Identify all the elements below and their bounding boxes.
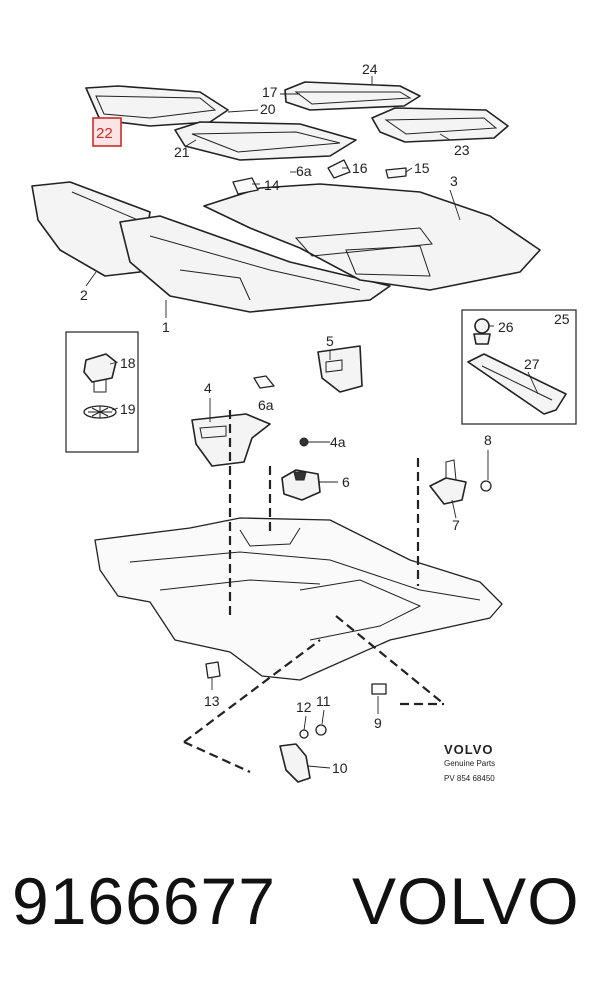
callout-26: 26 [498, 319, 514, 335]
cover-10 [279, 743, 311, 783]
bracket-5 [317, 345, 363, 393]
callout-15: 15 [414, 160, 430, 176]
parts-diagram: 24 17 20 23 21 6a 16 15 14 3 2 1 25 26 2… [31, 61, 577, 783]
callout-5: 5 [326, 333, 334, 349]
bracket-7 [429, 459, 467, 505]
floor-mat-rear-left [284, 81, 421, 111]
callout-23: 23 [454, 142, 470, 158]
callout-12: 12 [296, 699, 312, 715]
detail-box-bracket [461, 309, 577, 425]
floor-mat-front-right [174, 121, 357, 161]
callout-6a-top: 6a [296, 163, 312, 179]
brand-block: VOLVO Genuine Parts PV 854 68450 [444, 742, 495, 783]
screw-11 [315, 724, 327, 736]
callout-20: 20 [260, 101, 276, 117]
clip-14 [232, 177, 259, 195]
clip-15 [385, 167, 407, 179]
brand-tagline: Genuine Parts [444, 759, 495, 768]
callout-22-highlighted[interactable]: 22 [92, 117, 122, 147]
callout-3: 3 [450, 173, 458, 189]
bracket-plate [467, 353, 567, 415]
callout-13: 13 [204, 693, 220, 709]
callout-16: 16 [352, 160, 368, 176]
screw-12 [299, 729, 309, 739]
floor-mat-rear-right [371, 107, 509, 143]
assembly-line [183, 740, 251, 774]
callout-11: 11 [316, 693, 331, 709]
block-6 [281, 469, 321, 501]
part-number: 9166677 [12, 864, 276, 938]
callout-7: 7 [452, 517, 460, 533]
callout-18: 18 [120, 355, 136, 371]
clip-16 [327, 159, 351, 179]
callout-24: 24 [362, 61, 378, 77]
callout-1: 1 [162, 319, 170, 335]
callout-6a-mid: 6a [258, 397, 274, 413]
footer [0, 830, 600, 993]
callout-8: 8 [484, 432, 492, 448]
knob [473, 318, 491, 345]
svg-text:22: 22 [96, 125, 113, 142]
callout-10: 10 [332, 760, 348, 776]
make-label: VOLVO [352, 864, 580, 938]
callout-27: 27 [524, 356, 540, 372]
clip-13 [205, 661, 221, 679]
screw-4a [299, 437, 316, 447]
callout-14: 14 [264, 177, 280, 193]
assembly-line [183, 639, 321, 743]
callout-21: 21 [174, 144, 190, 160]
detail-box-fastener [65, 331, 139, 453]
callout-19: 19 [120, 401, 136, 417]
assembly-line [335, 615, 445, 705]
carpet-front [119, 215, 391, 313]
callout-6: 6 [342, 474, 350, 490]
callout-25: 25 [554, 311, 570, 327]
callout-9: 9 [374, 715, 382, 731]
diagram-code: PV 854 68450 [444, 774, 495, 783]
floor-panel [94, 517, 503, 681]
leader-lines [85, 76, 539, 769]
fastener-plug [83, 353, 117, 393]
fastener-washer [83, 405, 117, 419]
plug-9 [371, 683, 387, 695]
callout-4a: 4a [330, 434, 346, 450]
clip-6a-middle [253, 375, 275, 389]
screw-8 [480, 480, 492, 492]
brand-name: VOLVO [444, 742, 494, 757]
callout-17: 17 [262, 84, 278, 100]
carpet-rear [203, 183, 541, 291]
callout-4: 4 [204, 380, 212, 396]
callout-2: 2 [80, 287, 88, 303]
